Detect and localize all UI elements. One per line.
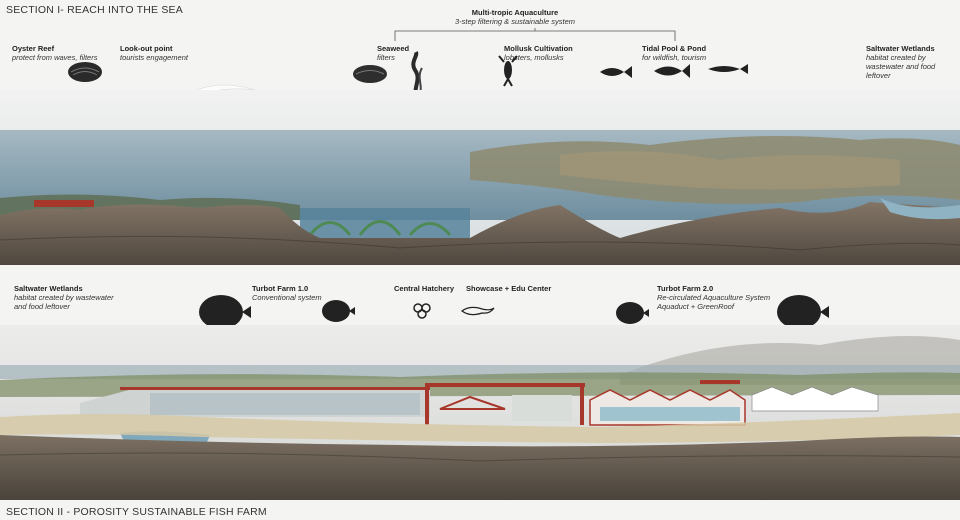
label-seaweed-name: Seaweed — [377, 44, 410, 53]
label-wetlands2-desc: habitat created by wastewater and food l… — [14, 293, 114, 311]
label-hatchery-name: Central Hatchery — [394, 284, 455, 293]
label-lookout-point-name: Look-out point — [120, 44, 173, 53]
label-wetlands1-desc: habitat created by wastewater and food l… — [866, 53, 936, 80]
oyster-icon-seaweed — [353, 65, 387, 83]
mackerel-icon — [708, 64, 748, 74]
section-2-title: SECTION II - POROSITY SUSTAINABLE FISH F… — [6, 506, 267, 518]
turbot-icon-3 — [616, 302, 649, 324]
label-showcase-edu: Showcase + Edu Center — [466, 284, 576, 293]
label-turbot1-name: Turbot Farm 1.0 — [252, 284, 309, 293]
aquaculture-group-label: Multi-tropic Aquaculture 3-step filterin… — [445, 8, 585, 26]
aquaculture-group-title: Multi-tropic Aquaculture — [471, 8, 559, 17]
larva-icon — [460, 306, 495, 316]
label-mollusk-name: Mollusk Cultivation — [504, 44, 573, 53]
section-1-title: SECTION I- REACH INTO THE SEA — [6, 4, 183, 16]
label-mollusk-desc: lobsters, mollusks — [504, 53, 564, 62]
label-wetlands1-name: Saltwater Wetlands — [866, 44, 935, 53]
label-turbot-farm-1: Turbot Farm 1.0 Conventional system — [252, 284, 342, 302]
label-turbot2-name: Turbot Farm 2.0 — [657, 284, 714, 293]
label-tidal-pool-desc: for wildfish, tourism — [642, 53, 707, 62]
label-showcase-name: Showcase + Edu Center — [466, 284, 552, 293]
eggs-icon — [413, 303, 431, 319]
aquaculture-bracket — [394, 28, 676, 41]
aquaculture-group-subtitle: 3-step filtering & sustainable system — [454, 17, 576, 26]
label-turbot-farm-2: Turbot Farm 2.0 Re-circulated Aquacultur… — [657, 284, 787, 311]
label-wetlands2-name: Saltwater Wetlands — [14, 284, 83, 293]
label-seaweed: Seaweed filters — [377, 44, 437, 62]
label-saltwater-wetlands-1: Saltwater Wetlands habitat created by wa… — [866, 44, 958, 80]
label-oyster-reef-name: Oyster Reef — [12, 44, 55, 53]
label-mollusk-cultivation: Mollusk Cultivation lobsters, mollusks — [504, 44, 604, 62]
section-2-landscape — [0, 325, 960, 500]
label-lookout-point: Look-out point tourists engagement — [120, 44, 210, 62]
label-central-hatchery: Central Hatchery — [394, 284, 474, 293]
label-oyster-reef: Oyster Reef protect from waves, filters — [12, 44, 102, 62]
turbot-icon-4 — [777, 295, 829, 329]
oyster-icon — [68, 62, 102, 82]
label-seaweed-desc: filters — [377, 53, 395, 62]
label-oyster-reef-desc: protect from waves, filters — [12, 53, 98, 62]
label-tidal-pool-name: Tidal Pool & Pond — [642, 44, 707, 53]
fish-icon — [600, 66, 632, 78]
turbot-icon-2 — [322, 300, 355, 322]
label-saltwater-wetlands-2: Saltwater Wetlands habitat created by wa… — [14, 284, 114, 311]
lobster-icon — [498, 55, 518, 87]
label-turbot2-desc: Re-circulated Aquaculture System Aquaduc… — [657, 293, 771, 311]
label-tidal-pool: Tidal Pool & Pond for wildfish, tourism — [642, 44, 742, 62]
turbot-icon-1 — [199, 295, 251, 329]
label-lookout-point-desc: tourists engagement — [120, 53, 188, 62]
label-turbot1-desc: Conventional system — [252, 293, 322, 302]
fish-icon-2 — [654, 64, 690, 78]
section-1-landscape — [0, 90, 960, 265]
